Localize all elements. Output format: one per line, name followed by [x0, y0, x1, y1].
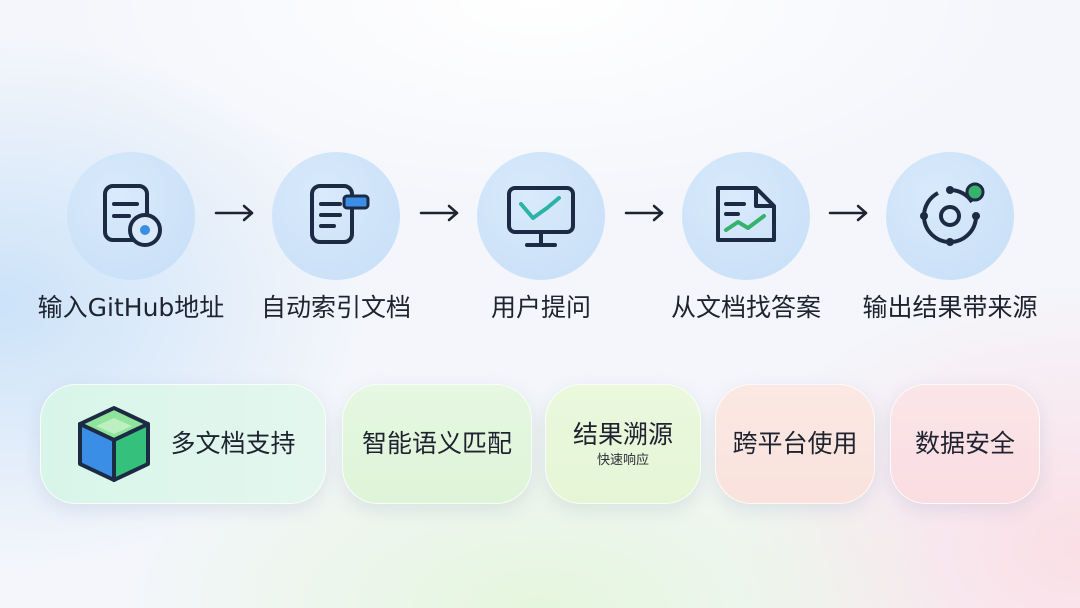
feature-card-semantic-match: 智能语义匹配 [342, 384, 532, 504]
step-1-circle [67, 152, 195, 280]
arrow-right-icon [419, 204, 459, 222]
feature-title: 数据安全 [914, 429, 1015, 458]
step-2-label: 自动索引文档 [260, 293, 411, 322]
document-chart-icon [716, 186, 776, 242]
feature-card-traceability: 结果溯源 快速响应 [545, 384, 701, 504]
step-3-circle [477, 152, 605, 280]
arrow-right-icon [214, 204, 254, 222]
feature-title: 多文档支持 [170, 429, 296, 458]
feature-card-data-security: 数据安全 [890, 384, 1040, 504]
feature-card-multi-doc: 多文档支持 [40, 384, 326, 504]
network-nodes-icon [920, 182, 985, 246]
document-index-icon [310, 184, 370, 244]
arrow-right-icon [624, 204, 664, 222]
feature-title: 智能语义匹配 [361, 429, 512, 458]
step-4-label: 从文档找答案 [670, 293, 821, 322]
arrow-right-icon [828, 204, 868, 222]
feature-title: 结果溯源 [572, 420, 673, 449]
step-5-label: 输出结果带来源 [862, 293, 1038, 322]
step-5-circle [886, 152, 1014, 280]
step-3-label: 用户提问 [490, 293, 591, 322]
monitor-icon [507, 186, 575, 247]
step-1-label: 输入GitHub地址 [37, 293, 225, 322]
feature-title: 跨平台使用 [732, 429, 858, 458]
feature-subtitle: 快速响应 [596, 453, 649, 468]
step-4-circle [682, 152, 810, 280]
cube-icon [78, 406, 150, 482]
feature-card-cross-platform: 跨平台使用 [715, 384, 875, 504]
document-settings-icon [103, 184, 162, 247]
step-2-circle [272, 152, 400, 280]
